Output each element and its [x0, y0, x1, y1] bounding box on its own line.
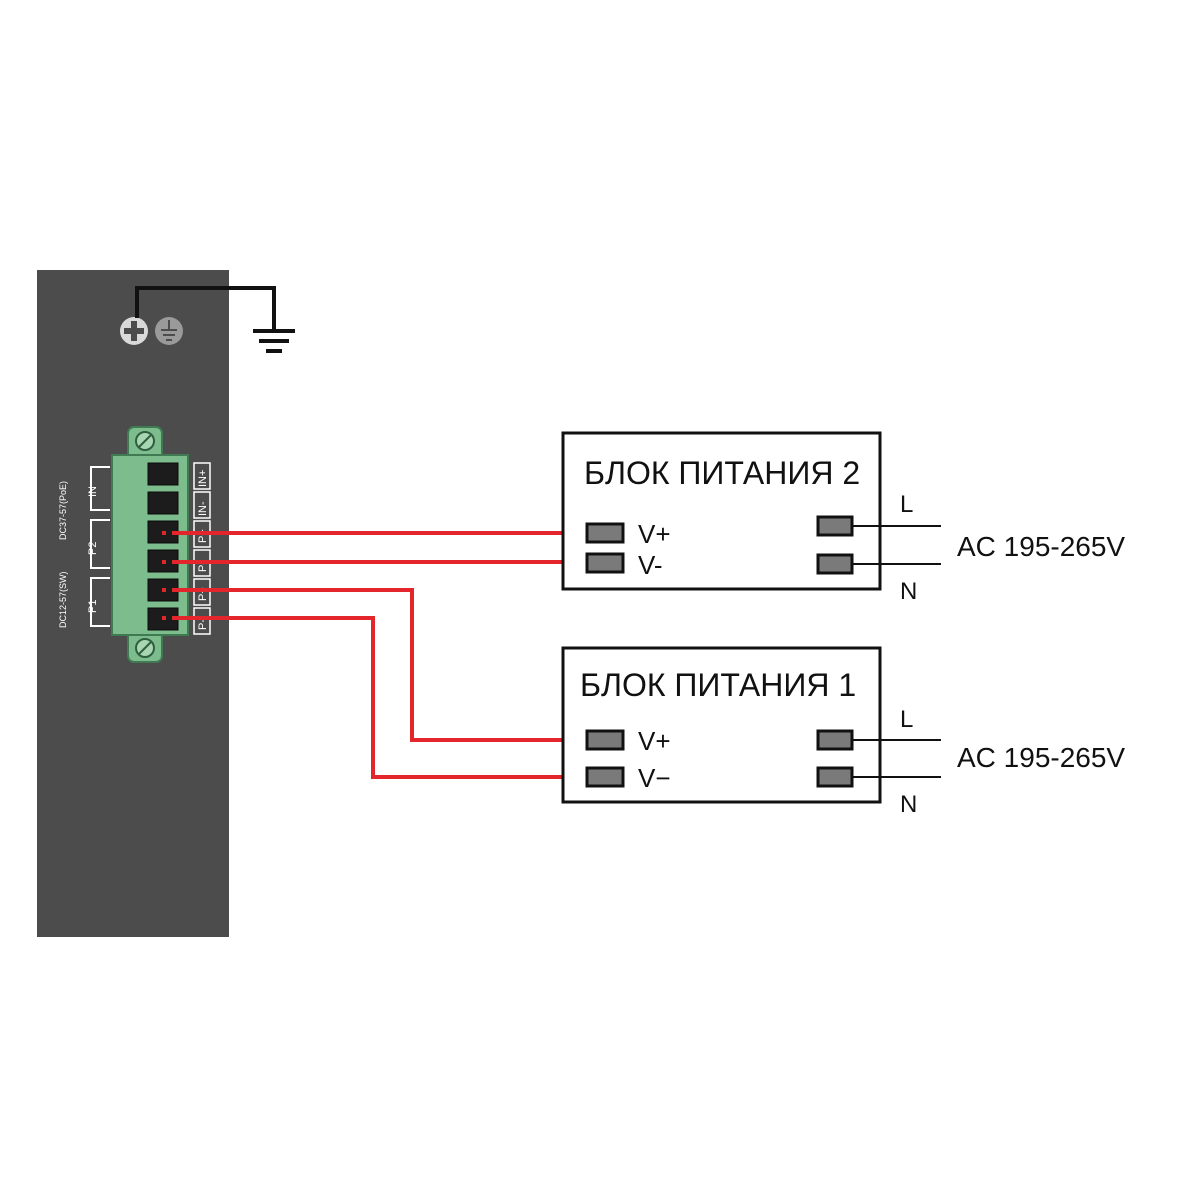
psu-2-vplus-label: V+ [638, 519, 671, 549]
psu-1-l-label: L [900, 706, 913, 733]
psu-1-vplus-label: V+ [638, 726, 671, 756]
power-supply-1: БЛОК ПИТАНИЯ 1 V+ V− [561, 646, 941, 804]
screw-icon [135, 638, 155, 658]
terminal-label-in-minus: IN- [197, 501, 209, 516]
group-brackets [90, 466, 110, 627]
terminal-slot [147, 491, 179, 515]
screw-icon [135, 431, 155, 451]
psu-2-l-label: L [900, 491, 913, 518]
voltage-label-poe: DC37-57(PoE) [58, 481, 68, 540]
psu-2-n-pad [816, 553, 854, 575]
group-label-p1: P1 [87, 600, 99, 613]
psu-1-vminus-pad [585, 766, 625, 788]
psu-1-l-pad [816, 729, 854, 751]
psu-1-n-pad [816, 766, 854, 788]
terminal-label-p1-minus: P- [197, 619, 209, 630]
ground-screw-icon [120, 317, 148, 345]
psu-2-vplus-pad [585, 522, 625, 544]
wire-p1-minus [162, 616, 587, 779]
terminal-label-in-plus: IN+ [197, 470, 209, 487]
earth-terminal-icon [155, 317, 183, 345]
terminal-label-p2-minus: P- [197, 561, 209, 572]
group-label-p2: P2 [87, 542, 99, 555]
psu-2-n-label: N [900, 578, 917, 605]
ground-wire [135, 286, 276, 330]
earth-ground-icon [253, 329, 295, 353]
psu-1-title: БЛОК ПИТАНИЯ 1 [580, 667, 856, 703]
power-supply-2: БЛОК ПИТАНИЯ 2 V+ V- [561, 431, 941, 591]
voltage-label-sw: DC12-57(SW) [58, 571, 68, 628]
terminal-slot [147, 462, 179, 486]
psu-2-vminus-pad [585, 552, 625, 574]
psu-1-n-label: N [900, 791, 917, 818]
psu-2-vminus-label: V- [638, 550, 663, 580]
psu-1-vplus-pad [585, 729, 625, 751]
wire-p1-plus [162, 588, 587, 742]
psu-1-ac-range: AC 195-265V [957, 742, 1125, 773]
psu-2-ac-range: AC 195-265V [957, 531, 1125, 562]
psu-1-vminus-label: V− [638, 763, 671, 793]
group-label-in: IN [87, 486, 99, 497]
psu-2-title: БЛОК ПИТАНИЯ 2 [584, 455, 860, 491]
terminal-block [111, 426, 189, 663]
psu-2-l-pad [816, 515, 854, 537]
